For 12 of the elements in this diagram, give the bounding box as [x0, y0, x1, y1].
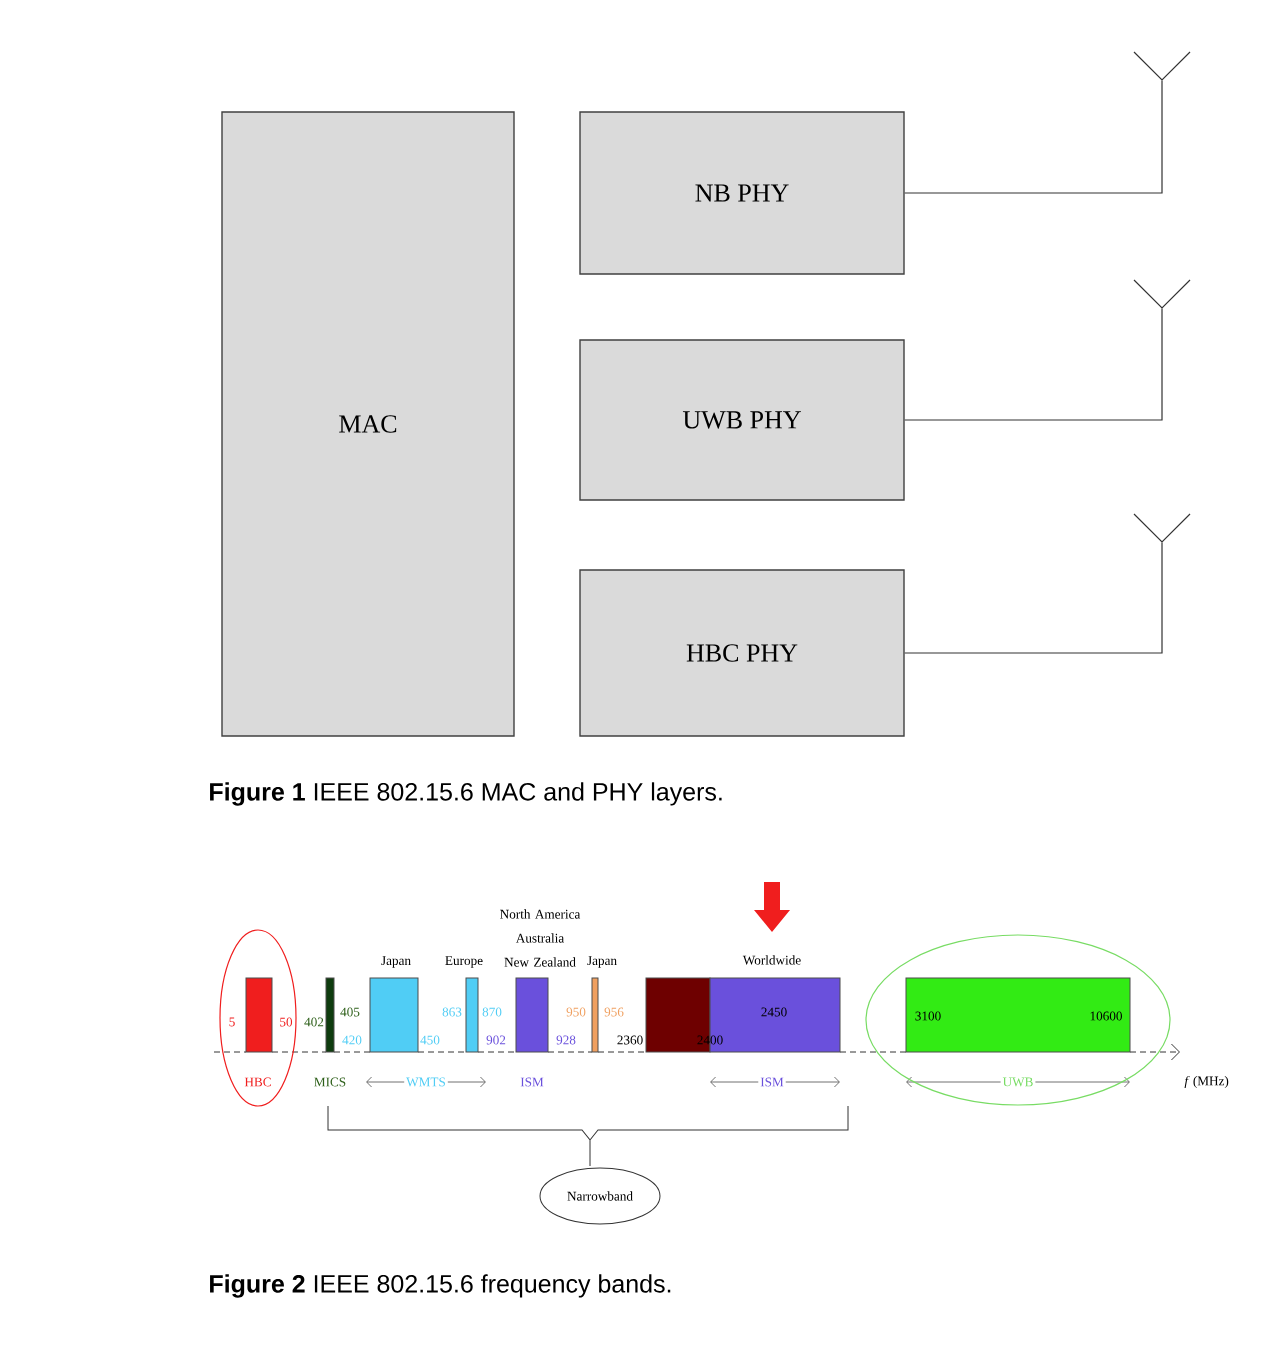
figure-caption: Figure 1 IEEE 802.15.6 MAC and PHY layers.: [210, 782, 722, 806]
connector-line: [904, 307, 1163, 421]
figure-caption: Figure 2 IEEE 802.15.6 frequency bands.: [210, 1274, 671, 1298]
layer-box: MAC: [221, 111, 515, 737]
layer-box: NB PHY: [579, 111, 905, 275]
layer-box: UWB PHY: [579, 339, 905, 501]
layer-box: HBC PHY: [579, 569, 905, 737]
antenna-symbol: [1133, 513, 1191, 543]
antenna-symbol: [1133, 51, 1191, 81]
connector-line: [904, 79, 1163, 194]
connector-line: [904, 541, 1163, 654]
antenna-symbol: [1133, 279, 1191, 309]
